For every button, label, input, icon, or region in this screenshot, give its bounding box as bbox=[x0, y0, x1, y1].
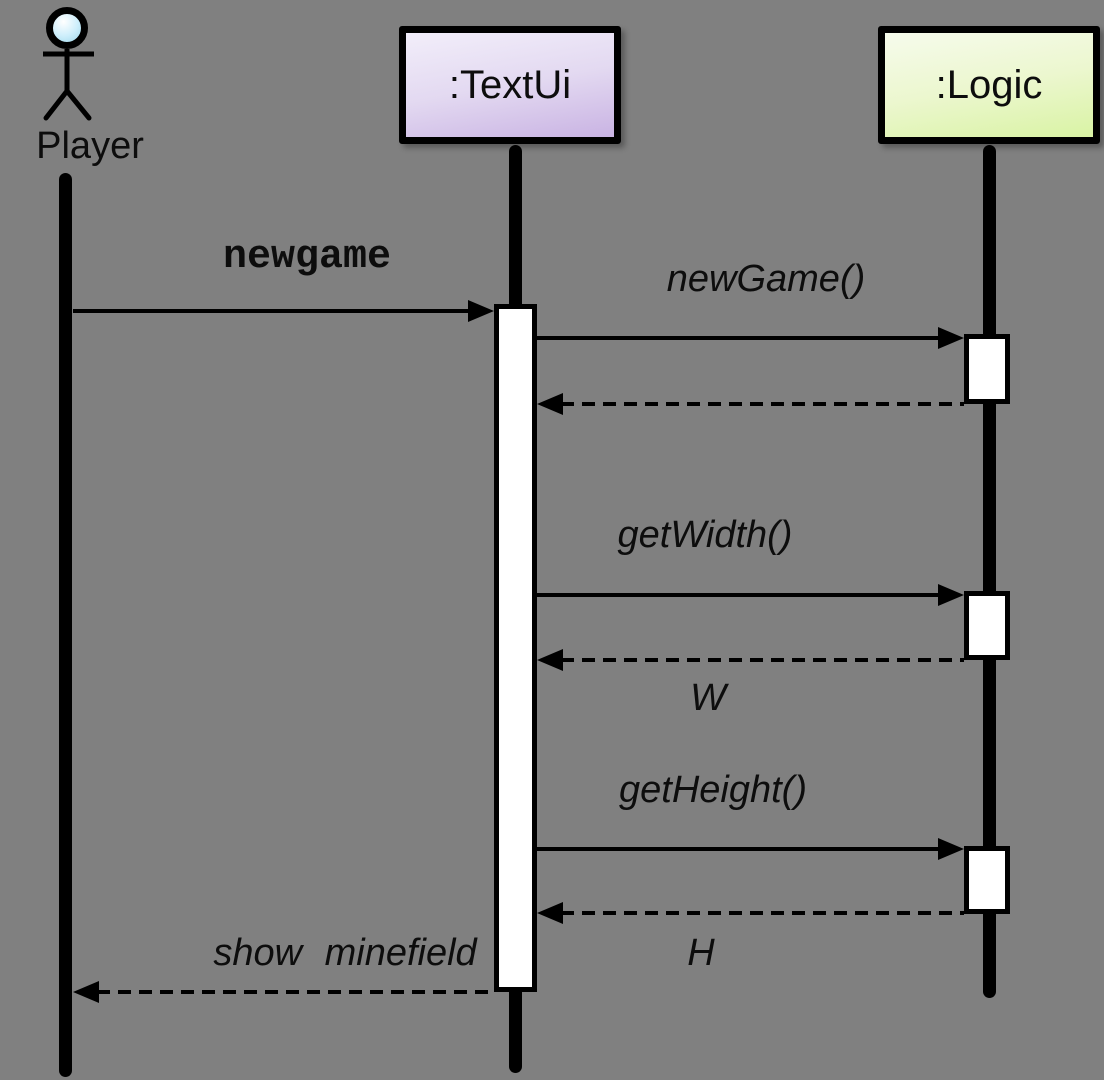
lifeline-player bbox=[59, 173, 72, 1077]
activation-logic-newgame bbox=[964, 334, 1010, 404]
actor-label: Player bbox=[36, 125, 144, 167]
arrow-newgame-return bbox=[537, 393, 964, 415]
actor-icon bbox=[43, 7, 94, 121]
activation-logic-getwidth bbox=[964, 591, 1010, 660]
arrow-show-minefield bbox=[73, 981, 494, 1003]
message-label-show-minefield: show minefield bbox=[213, 932, 477, 974]
arrow-newgame bbox=[73, 300, 494, 322]
message-label-getheight-return: H bbox=[687, 932, 715, 974]
message-label-getheight-call: getHeight() bbox=[619, 769, 807, 811]
actor-head bbox=[46, 7, 88, 49]
activation-logic-getheight bbox=[964, 846, 1010, 914]
arrow-getheight-call bbox=[537, 838, 964, 860]
arrow-getwidth-call bbox=[537, 584, 964, 606]
message-label-newgame-call: newGame() bbox=[666, 258, 866, 300]
message-label-newgame: newgame bbox=[222, 235, 392, 280]
arrow-newgame-call bbox=[537, 327, 964, 349]
arrow-getwidth-return bbox=[537, 649, 964, 671]
object-label-textui: :TextUi bbox=[448, 62, 572, 107]
object-box-textui: :TextUi bbox=[399, 26, 621, 144]
actor-leg-right bbox=[64, 88, 92, 121]
activation-textui bbox=[494, 304, 537, 992]
object-box-logic: :Logic bbox=[878, 26, 1100, 144]
actor-leg-left bbox=[43, 88, 70, 121]
message-label-getwidth-call: getWidth() bbox=[617, 514, 793, 556]
object-label-logic: :Logic bbox=[935, 62, 1043, 107]
arrow-getheight-return bbox=[537, 902, 964, 924]
message-label-getwidth-return: W bbox=[690, 677, 726, 719]
